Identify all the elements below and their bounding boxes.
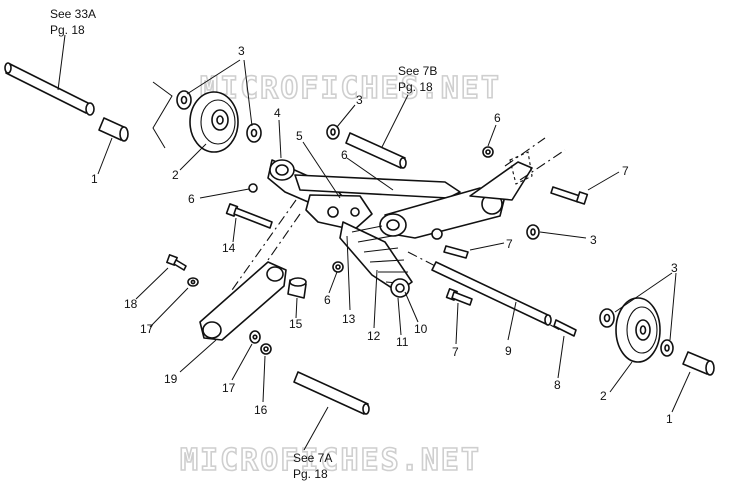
- bracket-leader: [152, 81, 173, 149]
- bolt-14: [225, 203, 273, 229]
- washer-3-right: [526, 224, 540, 240]
- callout-4: 4: [274, 106, 281, 120]
- callout-6: 6: [324, 293, 331, 307]
- watermark-bottom: MICROFICHES.NET: [180, 443, 481, 478]
- idler-wheel-2-bottom: [615, 297, 661, 363]
- callout-2: 2: [172, 168, 179, 182]
- callout-1: 1: [666, 412, 673, 426]
- spacer-1-top: [98, 117, 129, 142]
- callout-2: 2: [600, 389, 607, 403]
- svg-text:Pg. 18: Pg. 18: [293, 467, 328, 481]
- shaft-upper: [345, 132, 407, 169]
- callout-6: 6: [494, 111, 501, 125]
- bolt-7-upper-right: [550, 186, 589, 205]
- callout-19: 19: [164, 372, 178, 386]
- callout-14: 14: [222, 241, 236, 255]
- idler-wheel-2-top: [189, 91, 239, 153]
- note-see-7b: See 7B Pg. 18: [398, 64, 437, 94]
- washer-17-top: [187, 277, 199, 287]
- callout-9: 9: [505, 344, 512, 358]
- washer-17-bottom: [249, 330, 261, 344]
- leader-lines: [57, 34, 691, 451]
- washer-3-top-b: [246, 123, 262, 143]
- svg-text:See 7A: See 7A: [293, 451, 332, 465]
- callout-7: 7: [452, 345, 459, 359]
- centerline-upper-right: [504, 137, 566, 181]
- callout-3: 3: [356, 93, 363, 107]
- callout-16: 16: [254, 403, 268, 417]
- bolt-18: [166, 254, 187, 271]
- callout-7: 7: [622, 164, 629, 178]
- nut-16: [260, 343, 272, 355]
- spacer-15: [287, 277, 307, 299]
- washer-3-bottom-b: [660, 339, 674, 357]
- washer-3-top-a: [176, 90, 192, 110]
- axle-shaft-top-left: [4, 62, 95, 116]
- note-see-33a: See 33A Pg. 18: [50, 7, 96, 37]
- nut-6-left: [248, 183, 258, 193]
- bolt-7-mid: [431, 228, 469, 259]
- callout-17: 17: [222, 381, 236, 395]
- callout-3: 3: [590, 233, 597, 247]
- callout-18: 18: [124, 297, 138, 311]
- washer-3-upper: [326, 124, 340, 140]
- callout-7: 7: [506, 237, 513, 251]
- callout-13: 13: [342, 312, 356, 326]
- callout-5: 5: [296, 129, 303, 143]
- callout-3: 3: [238, 44, 245, 58]
- link-19: [199, 261, 287, 341]
- watermark-top: MICROFICHES.NET: [200, 71, 501, 106]
- callout-1: 1: [91, 172, 98, 186]
- shaft-9: [431, 261, 552, 326]
- svg-text:Pg. 18: Pg. 18: [50, 23, 85, 37]
- callout-3: 3: [671, 261, 678, 275]
- callout-15: 15: [289, 317, 303, 331]
- note-see-7a: See 7A Pg. 18: [293, 451, 332, 481]
- rear-mount-dashed: [509, 151, 533, 185]
- callout-10: 10: [414, 322, 428, 336]
- svg-text:Pg. 18: Pg. 18: [398, 80, 433, 94]
- callout-labels: 3 1 2 4 3 5 6 6 6 7 14 7 3 18 17 15 6 13…: [91, 44, 678, 426]
- pivot-6-upper-right: [482, 146, 494, 158]
- callout-6: 6: [341, 148, 348, 162]
- svg-text:See 33A: See 33A: [50, 7, 96, 21]
- svg-text:See 7B: See 7B: [398, 64, 437, 78]
- nut-6-mid: [332, 261, 344, 273]
- bolt-7-lower: [445, 288, 473, 306]
- callout-17: 17: [140, 322, 154, 336]
- shock-end-11: [390, 278, 410, 298]
- bolt-8: [553, 319, 577, 337]
- rear-arm: [379, 161, 533, 239]
- spacer-1-bottom: [682, 351, 715, 376]
- shaft-lower: [293, 371, 370, 415]
- arm-bracket-5: [305, 194, 373, 231]
- washer-3-bottom-a: [599, 308, 615, 328]
- callout-11: 11: [396, 335, 409, 349]
- callout-6: 6: [188, 192, 195, 206]
- callout-8: 8: [554, 378, 561, 392]
- callout-12: 12: [367, 329, 381, 343]
